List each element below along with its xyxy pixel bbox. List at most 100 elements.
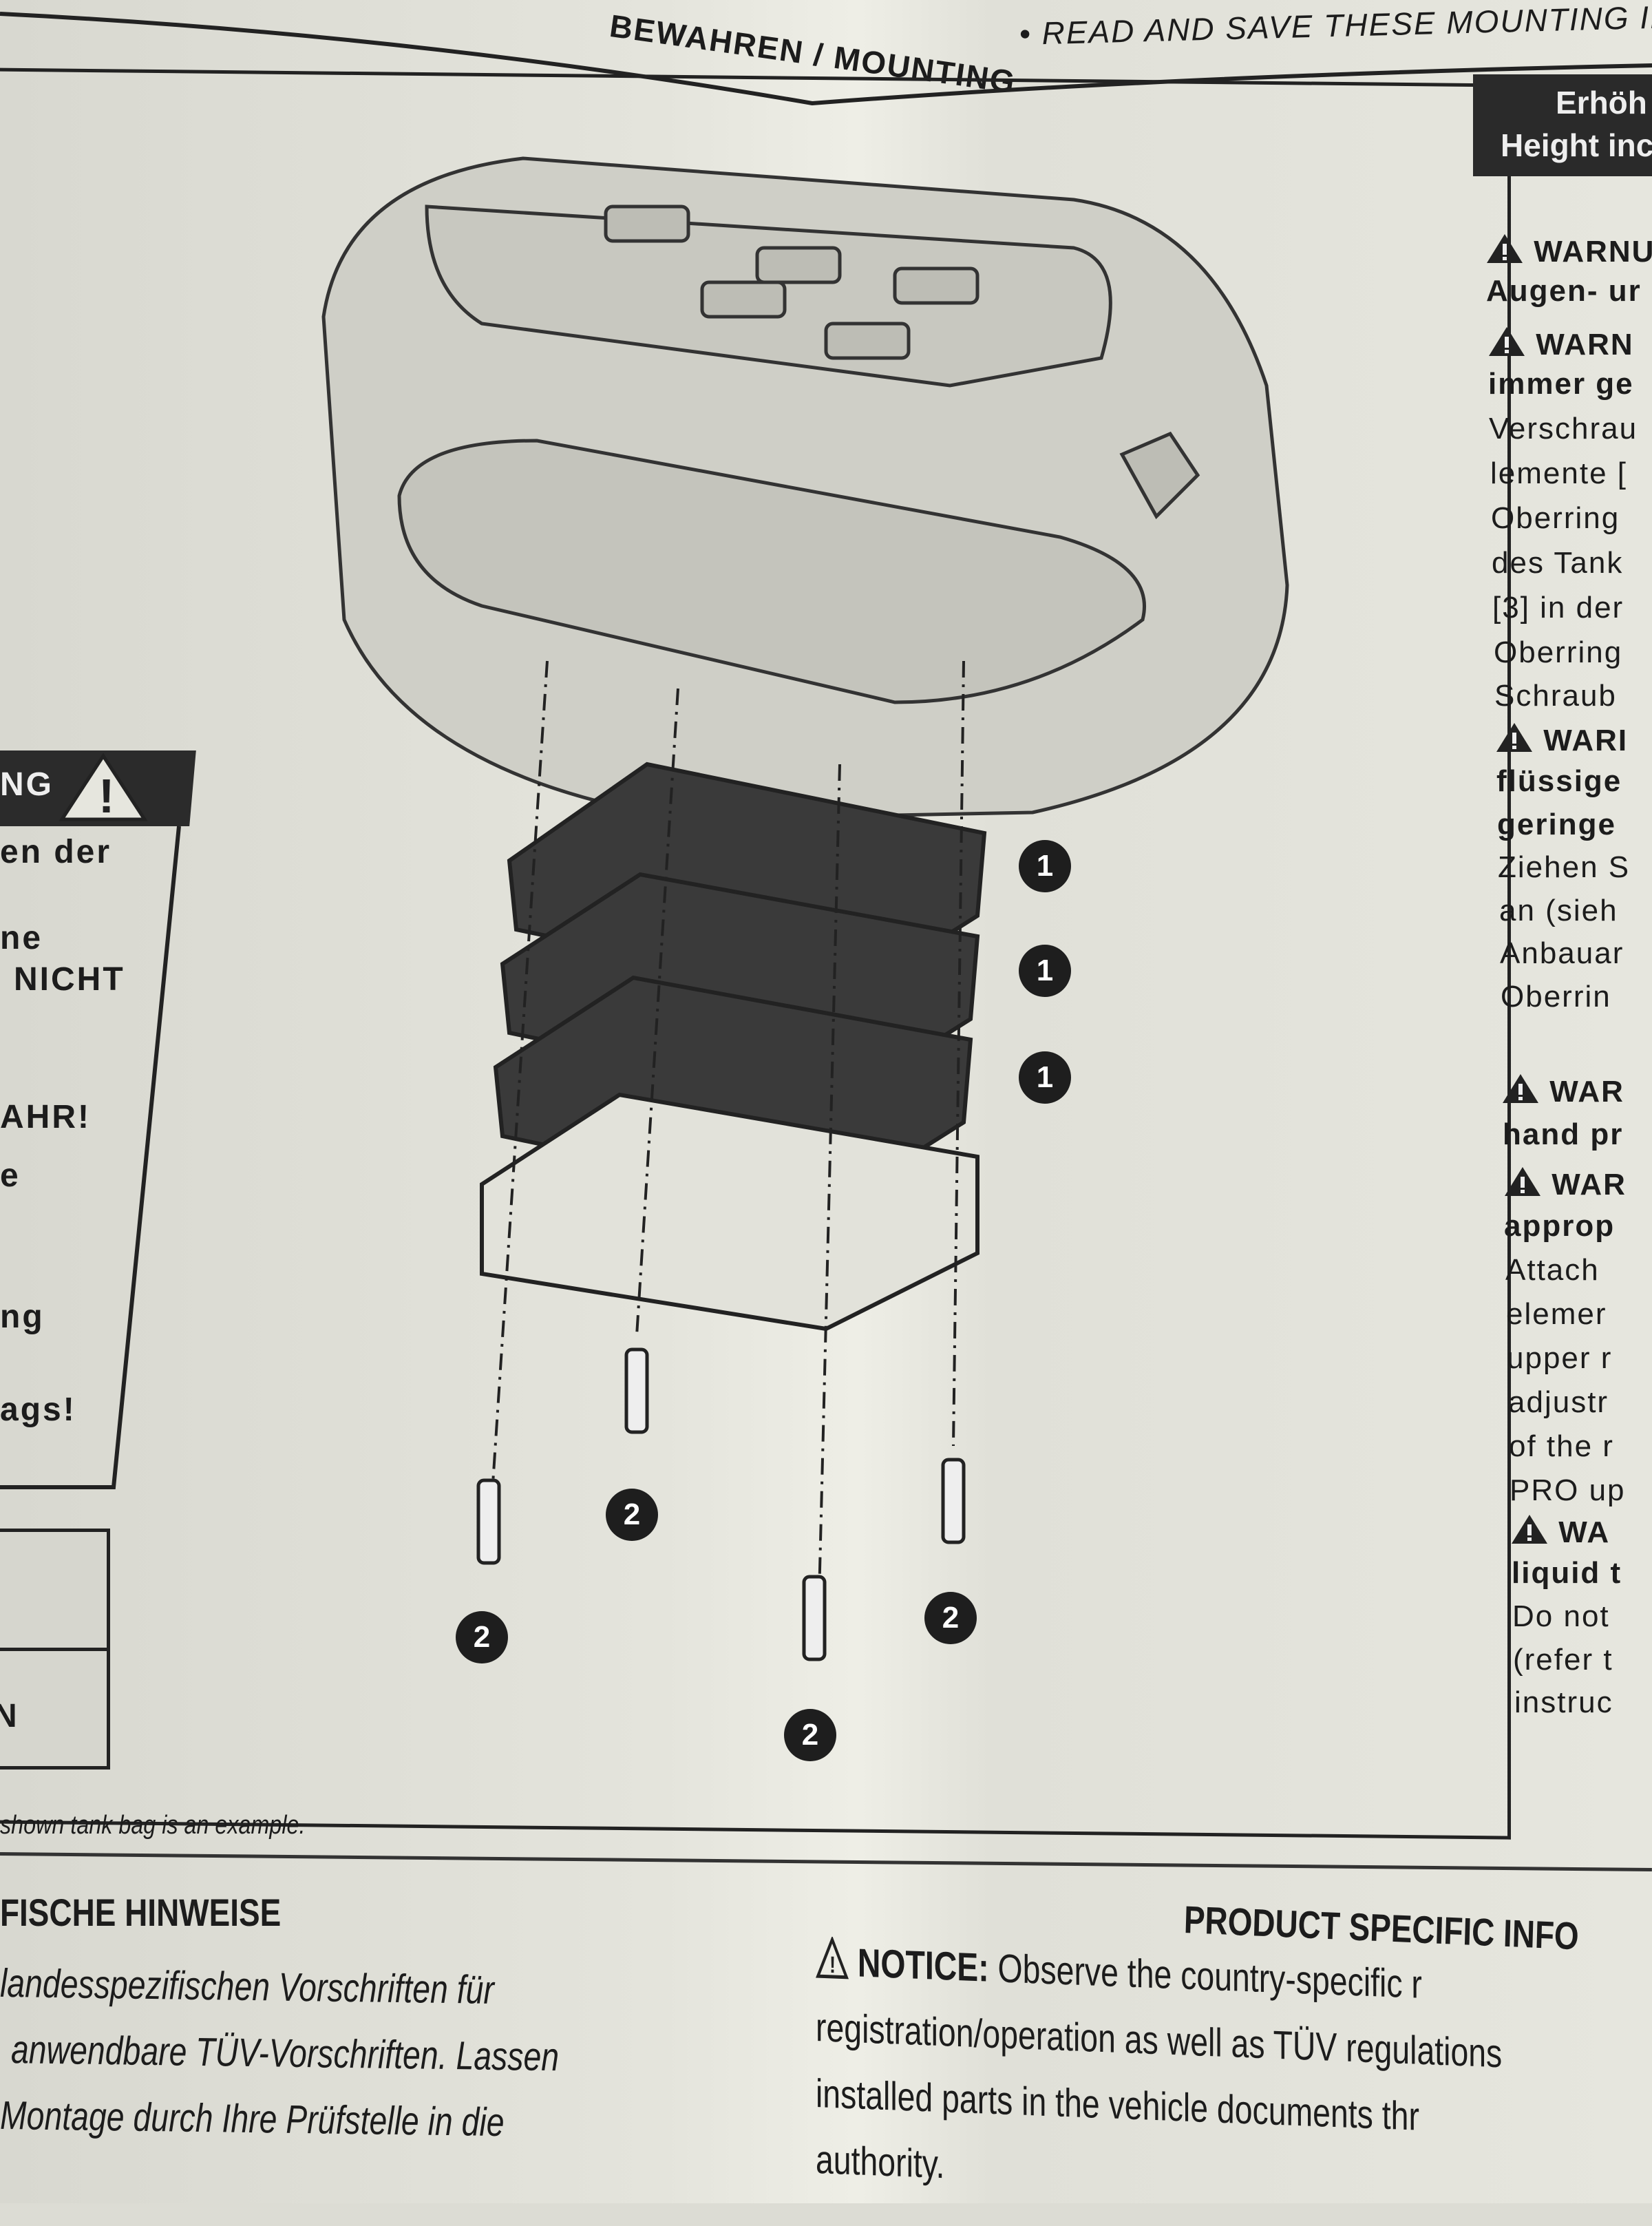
right-column-line: WA [1510, 1513, 1610, 1550]
right-column-line: WARN [1487, 326, 1634, 362]
right-column: Erhöh Height inc WARNU Augen- ur WARN imme… [1473, 74, 1652, 1865]
callout-part-1: 1 [1019, 1051, 1071, 1104]
line-text: Oberring [1491, 501, 1620, 535]
right-column-line: Schraub [1494, 679, 1617, 713]
paragraph-line: anwendbare TÜV-Vorschriften. Lassen [11, 2027, 560, 2080]
title-line: Height inc [1501, 127, 1652, 163]
warning-line: ags! [0, 1392, 76, 1428]
bottom-left-text: landesspezifischen Vorschriften für anwe… [0, 1951, 699, 2159]
line-text: Attach [1505, 1253, 1600, 1287]
right-column-line: an (sieh [1499, 894, 1618, 928]
warning-line: ng [0, 1299, 45, 1335]
section-title: Erhöh Height inc [1473, 74, 1652, 176]
paragraph-line: Observe the country-specific r [997, 1946, 1422, 2007]
right-column-line: hand pr [1503, 1117, 1623, 1152]
line-text: Oberrin [1501, 980, 1611, 1014]
warning-box-border [0, 826, 181, 1489]
right-column-line: lemente [ [1490, 456, 1627, 491]
right-column-line: geringe [1497, 808, 1616, 842]
screws [476, 1347, 966, 1661]
line-text: des Tank [1492, 546, 1624, 580]
right-column-line: WAR [1503, 1166, 1627, 1202]
tank-bag [321, 156, 1289, 821]
line-text: WARN [1536, 328, 1634, 361]
callout-part-2: 2 [784, 1709, 836, 1761]
warning-line: en der [0, 834, 112, 870]
line-text: geringe [1497, 808, 1616, 841]
right-column-line: flüssige [1496, 764, 1622, 799]
warning-triangle-icon [1495, 723, 1543, 757]
right-column-line: approp [1504, 1209, 1615, 1243]
right-column-line: (refer t [1513, 1643, 1613, 1677]
right-column-line: of the r [1509, 1429, 1614, 1464]
callout-part-2: 2 [456, 1611, 508, 1663]
warning-line: e [0, 1157, 21, 1194]
warning-triangle-icon [1503, 1167, 1552, 1201]
line-text: Verschrau [1489, 412, 1638, 445]
warning-triangle-icon [1485, 234, 1534, 269]
line-text: immer ge [1488, 367, 1634, 401]
line-text: [3] in der [1492, 591, 1624, 624]
right-column-line: Attach [1505, 1253, 1600, 1288]
warning-line: ne [0, 920, 43, 956]
right-column-line: WAR [1501, 1073, 1624, 1109]
right-column-line: PRO up [1510, 1473, 1626, 1508]
right-column-line: Ziehen S [1498, 850, 1630, 885]
right-column-line: Do not [1512, 1599, 1610, 1634]
notice-text: ! NOTICE: Observe the country-specific r… [816, 1929, 1652, 2226]
warning-line: AHR! [0, 1099, 91, 1135]
right-column-line: adjustr [1508, 1385, 1609, 1420]
paragraph-line: landesspezifischen Vorschriften für [0, 1960, 494, 2013]
line-text: Ziehen S [1498, 850, 1631, 884]
line-text: Schraub [1494, 679, 1617, 713]
exploded-diagram [321, 156, 1289, 1661]
right-column-line: WARI [1495, 722, 1628, 758]
line-text: of the r [1509, 1429, 1614, 1463]
warning-triangle-icon [1510, 1515, 1558, 1549]
figure-caption: shown tank bag is an example. [0, 1811, 306, 1840]
right-column-line: liquid t [1512, 1556, 1622, 1590]
line-text: flüssige [1496, 764, 1622, 798]
right-column-line: WARNU [1485, 233, 1652, 269]
notice-triangle-icon: ! [816, 1935, 849, 1980]
left-table: N [0, 1529, 110, 1770]
warning-line: NICHT [14, 961, 125, 998]
right-column-line: Verschrau [1489, 412, 1638, 446]
left-warning-box: NG ! en der ne NICHT AHR! e ng ags! [0, 750, 196, 1489]
right-column-line: des Tank [1492, 546, 1623, 580]
line-text: approp [1504, 1209, 1616, 1243]
right-column-line: elemer [1506, 1297, 1607, 1332]
line-text: hand pr [1503, 1117, 1624, 1151]
guide-lines [491, 660, 965, 1598]
line-text: Augen- ur [1486, 274, 1642, 308]
right-column-line: Oberring [1494, 636, 1622, 670]
right-column-line: Oberring [1491, 501, 1620, 536]
right-column-line: immer ge [1488, 367, 1634, 401]
right-column-line: [3] in der [1492, 591, 1624, 625]
line-text: WA [1558, 1515, 1611, 1549]
warning-triangle-icon [1487, 327, 1536, 361]
line-text: liquid t [1512, 1556, 1622, 1590]
callout-part-2: 2 [924, 1592, 977, 1644]
line-text: Anbauar [1500, 936, 1624, 970]
line-text: lemente [ [1490, 456, 1627, 490]
line-text: elemer [1506, 1297, 1607, 1331]
line-text: an (sieh [1499, 894, 1618, 927]
table-divider [0, 1648, 107, 1651]
table-cell: N [0, 1698, 19, 1734]
bottom-left-heading: FISCHE HINWEISE [0, 1891, 282, 1934]
callout-part-2: 2 [606, 1489, 658, 1541]
line-text: adjustr [1508, 1385, 1609, 1419]
right-column-line: instruc [1514, 1686, 1613, 1720]
warning-triangle-icon [1501, 1074, 1549, 1109]
line-text: WARNU [1534, 235, 1652, 269]
right-column-line: upper r [1507, 1341, 1612, 1376]
line-text: WAR [1549, 1075, 1624, 1109]
warning-header-text: NG [0, 766, 54, 803]
right-column-line: Augen- ur [1486, 274, 1642, 308]
callout-part-1: 1 [1019, 840, 1071, 892]
notice-label: NOTICE: [857, 1940, 989, 1991]
line-text: PRO up [1510, 1473, 1626, 1507]
title-line: Erhöh [1556, 85, 1647, 120]
line-text: Oberring [1494, 636, 1623, 669]
